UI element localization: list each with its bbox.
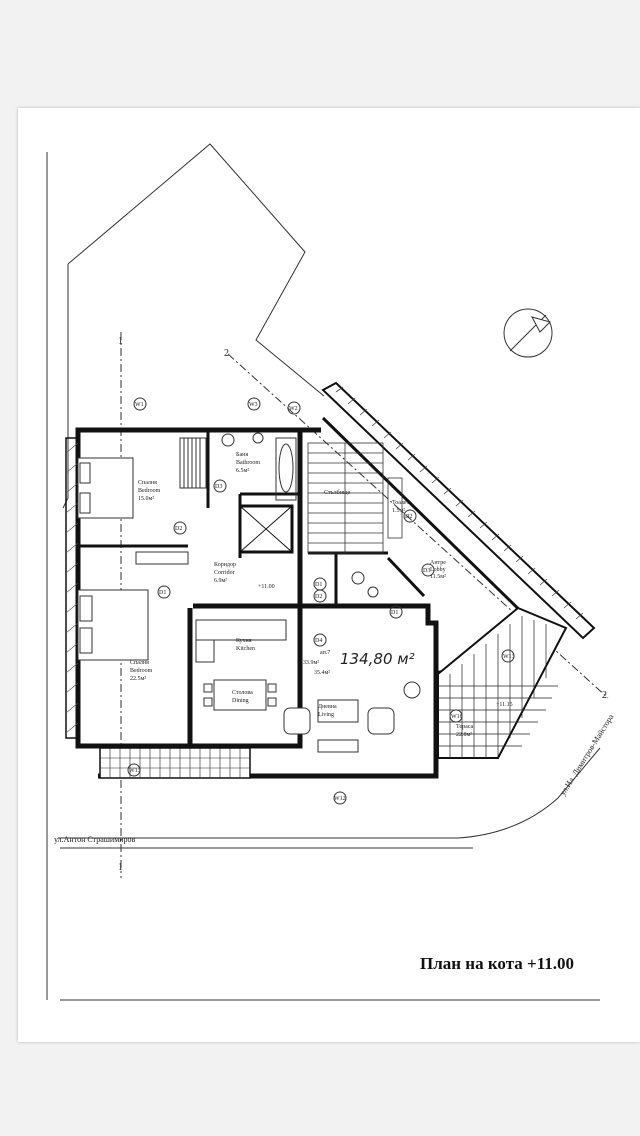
door-tag-8: D3: [423, 568, 430, 574]
room-corridor-bg: Коридор: [214, 562, 236, 568]
room-bedroom1-bg: Спалня: [138, 480, 157, 486]
window-tag-7: W13: [129, 768, 141, 774]
door-tag-9: D1: [391, 610, 398, 616]
furniture: [77, 457, 421, 753]
bathroom-fixtures: [179, 432, 379, 598]
room-living-en: Living: [318, 712, 334, 718]
floor-plan-drawing: 1 2 2 1 Спалня Bedroom 15.0м² Баня Bathr…: [46, 143, 616, 1001]
door-tag-6: D4: [315, 638, 322, 644]
plan-title: План на кота +11.00: [420, 954, 575, 973]
room-stair-bg: Стълбище: [324, 489, 351, 496]
room-living-bg: Дневна: [318, 704, 337, 710]
kitchen-counter: [195, 619, 287, 641]
street-curb: [58, 747, 601, 839]
room-bedroom2-en: Bedroom: [130, 668, 153, 674]
window-tag-6: W18: [451, 714, 463, 720]
room-wc-area: 1.5м²: [392, 508, 405, 514]
wardrobe: [135, 551, 189, 565]
room-bedroom2-area: 22.5м²: [130, 676, 146, 682]
window-tag-2: W3: [249, 402, 258, 408]
roof-edge-band: [321, 381, 596, 640]
north-arrow-icon: [503, 308, 553, 358]
room-kitchen-bg: Кухня: [236, 638, 252, 644]
level-terrace: +11.15: [496, 702, 513, 708]
door-tag-1: D2: [175, 526, 182, 532]
balcony: [99, 747, 251, 779]
window-tag-4: W12: [334, 796, 346, 802]
room-kitchen-en: Kitchen: [236, 646, 255, 652]
apartment-area: 133.9м²: [300, 660, 319, 666]
window-tag-1: W1: [135, 402, 144, 408]
door-tag-3: D1: [159, 590, 166, 596]
door-tag-2: D3: [215, 484, 222, 490]
room-labels: Спалня Bedroom 15.0м² Баня Bathroom 6.5м…: [130, 452, 513, 738]
room-terrace-area: 22.8м²: [456, 732, 472, 738]
window-tag-5: W13: [503, 654, 515, 660]
room-corridor-en: Corridor: [214, 570, 235, 576]
room-ante-en: Lobby: [430, 567, 446, 573]
room-ante-bg: Антре: [430, 560, 446, 566]
room-bedroom1-area: 15.0м²: [138, 496, 154, 502]
room-bath-bg: Баня: [236, 452, 248, 458]
window-tag-3: W2: [289, 406, 298, 412]
room-terrace-bg: Тераса: [456, 724, 473, 730]
door-tag-5: D2: [315, 594, 322, 600]
door-tag-4: D1: [315, 582, 322, 588]
room-bedroom2-bg: Спалня: [130, 660, 149, 666]
axis-label-1-bottom: 1: [118, 862, 123, 873]
room-wc-bg: Тоалет: [392, 500, 410, 506]
plot-outline: [67, 143, 325, 397]
staircase: [307, 442, 403, 554]
elevator: [238, 504, 294, 554]
room-bedroom1-en: Bedroom: [138, 488, 161, 494]
room-ante-area: 11.5м²: [430, 574, 446, 580]
drawing-sheet: 1 2 2 1 Спалня Bedroom 15.0м² Баня Bathr…: [18, 108, 640, 1042]
room-dining-en: Dining: [232, 698, 249, 704]
room-living-area: 35.4м²: [314, 670, 330, 676]
axis-label-2-top: 2: [224, 348, 229, 359]
room-dining-bg: Столова: [232, 690, 253, 696]
left-facade-hatch: [65, 437, 79, 739]
apartment-label: ап.7: [320, 650, 330, 656]
street-label-right: ул.Ил. Димитров-Майстора: [558, 712, 616, 797]
axis-label-1-top: 1: [118, 336, 123, 347]
street-label-bottom: ул.Антон Страшимиров: [54, 835, 136, 844]
handwritten-area-note: 134,80 м²: [340, 650, 415, 668]
room-bath-en: Bathroom: [236, 460, 260, 466]
level-corridor: +11.00: [258, 584, 275, 590]
armchair: [283, 707, 311, 735]
room-bath-area: 6.5м²: [236, 468, 249, 474]
door-tag-7: D2: [405, 514, 412, 520]
element-tags: W1 W3 W2 W12 W13 W18 W13 D2 D3 D1 D1 D2 …: [127, 397, 515, 805]
axis-label-2-right: 2: [602, 690, 607, 701]
dining-table: [213, 679, 267, 711]
plot-line-left: [62, 264, 69, 509]
room-corridor-area: 6.9м²: [214, 578, 227, 584]
